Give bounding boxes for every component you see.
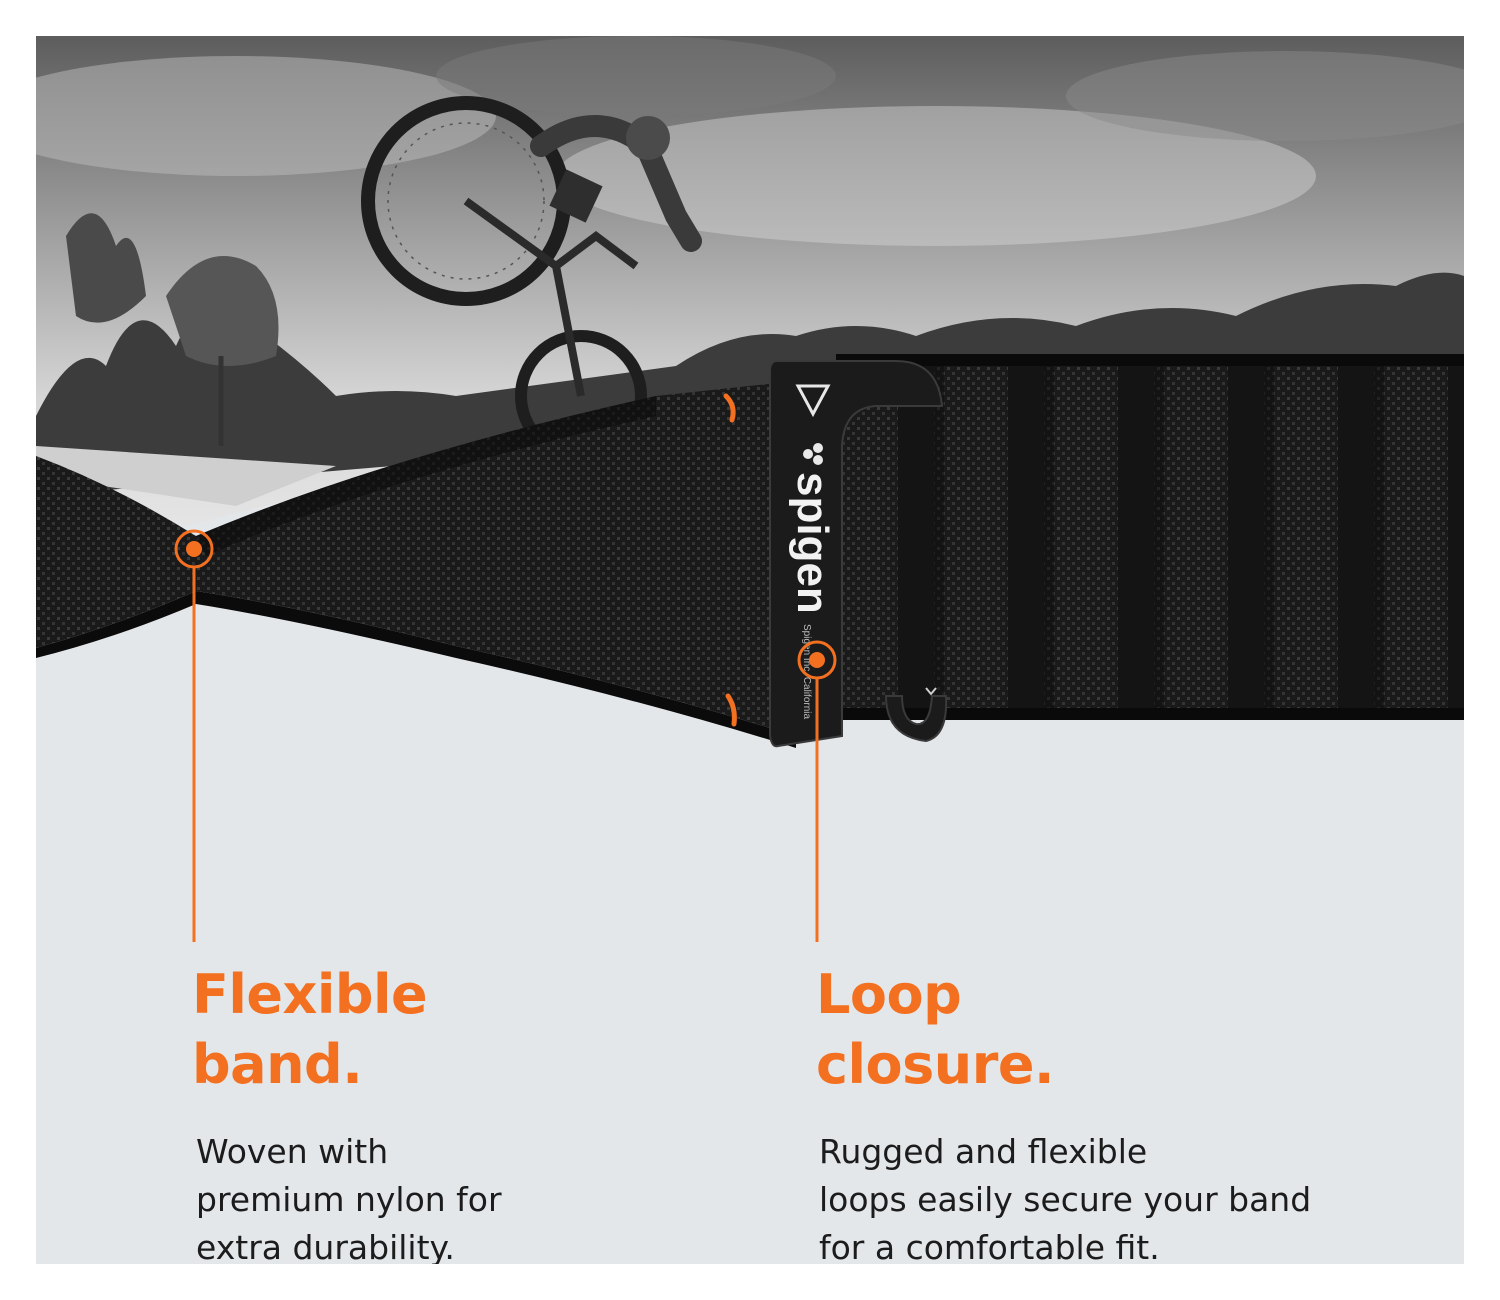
chevron-down-icon xyxy=(925,687,937,696)
spigen-logo-icon xyxy=(803,443,823,465)
brand-logo-subtext: Spigen Inc. California xyxy=(801,624,812,719)
callout-loop-closure xyxy=(797,640,837,942)
feature-description: Woven with premium nylon for extra durab… xyxy=(196,1132,502,1264)
product-feature-panel: spigen Spigen Inc. California Flexible b… xyxy=(36,36,1464,1264)
feature-title: Flexible band. xyxy=(192,963,428,1096)
brand-logo-text: spigen xyxy=(788,472,837,614)
callout-flexible-band xyxy=(174,529,214,942)
bmx-rider-icon xyxy=(361,96,702,462)
product-hero-image: spigen Spigen Inc. California xyxy=(36,36,1464,942)
feature-description: Rugged and flexible loops easily secure … xyxy=(819,1132,1312,1264)
feature-loop-closure: Loop closure. Rugged and flexible loops … xyxy=(816,960,1456,1264)
triangle-icon xyxy=(795,384,831,418)
feature-title: Loop closure. xyxy=(816,963,1054,1096)
feature-flexible-band: Flexible band. Woven with premium nylon … xyxy=(192,960,672,1264)
